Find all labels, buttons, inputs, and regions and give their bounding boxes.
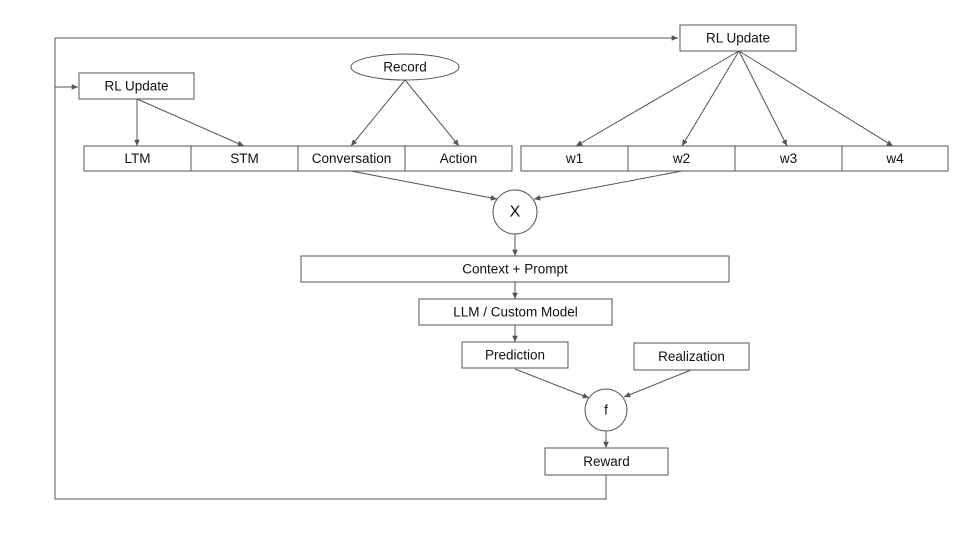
record-label: Record	[383, 60, 427, 75]
weight-row: w1 w2 w3 w4	[520, 145, 949, 172]
edge-rl-update-to-w1	[575, 50, 740, 147]
memory-row: LTM STM Conversation Action	[83, 145, 513, 172]
rl-update-left-node: RL Update	[78, 72, 195, 100]
llm-node: LLM / Custom Model	[418, 298, 613, 326]
multiply-label: X	[510, 204, 521, 221]
prediction-node: Prediction	[461, 341, 569, 369]
f-node: f	[584, 388, 628, 432]
conversation-cell	[297, 145, 406, 172]
context-prompt-node: Context + Prompt	[300, 255, 730, 283]
w4-cell	[841, 145, 949, 172]
edge-realization-to-f	[623, 369, 692, 398]
edge-record-to-conversation	[350, 79, 406, 147]
edge-rl-update-to-w3	[738, 50, 788, 147]
prediction-label: Prediction	[485, 348, 545, 363]
conversation-label: Conversation	[312, 151, 392, 166]
rl-update-right-node: RL Update	[679, 24, 797, 52]
f-label: f	[604, 403, 608, 418]
ltm-label: LTM	[125, 151, 151, 166]
multiply-node: X	[492, 189, 538, 235]
edge-rl-update-to-w2	[681, 50, 740, 147]
action-cell	[404, 145, 513, 172]
w4-label: w4	[885, 151, 904, 166]
action-label: Action	[440, 151, 478, 166]
w2-label: w2	[672, 151, 690, 166]
edge-prediction-to-f	[514, 368, 590, 399]
edge-rl-update-to-w4	[738, 50, 894, 147]
edge-memory-to-multiply	[350, 170, 498, 201]
llm-label: LLM / Custom Model	[453, 305, 578, 320]
rl-update-left-label: RL Update	[104, 79, 168, 94]
w2-cell	[627, 145, 736, 172]
edge-rl-update-to-stm	[136, 98, 245, 147]
record-node: Record	[350, 53, 460, 81]
edge-record-to-action	[404, 79, 460, 147]
realization-node: Realization	[633, 342, 750, 371]
context-prompt-label: Context + Prompt	[462, 262, 568, 277]
reward-label: Reward	[583, 454, 630, 469]
rl-update-right-label: RL Update	[706, 31, 770, 46]
w3-cell	[734, 145, 843, 172]
edge-weights-to-multiply	[533, 170, 683, 201]
w3-label: w3	[779, 151, 797, 166]
ltm-cell	[83, 145, 192, 172]
stm-label: STM	[230, 151, 259, 166]
w1-label: w1	[565, 151, 583, 166]
realization-label: Realization	[658, 349, 725, 364]
stm-cell	[190, 145, 299, 172]
reward-node: Reward	[544, 447, 669, 476]
edge-feedback-loop-to-right-rl-update	[54, 35, 678, 500]
edges	[54, 35, 894, 500]
